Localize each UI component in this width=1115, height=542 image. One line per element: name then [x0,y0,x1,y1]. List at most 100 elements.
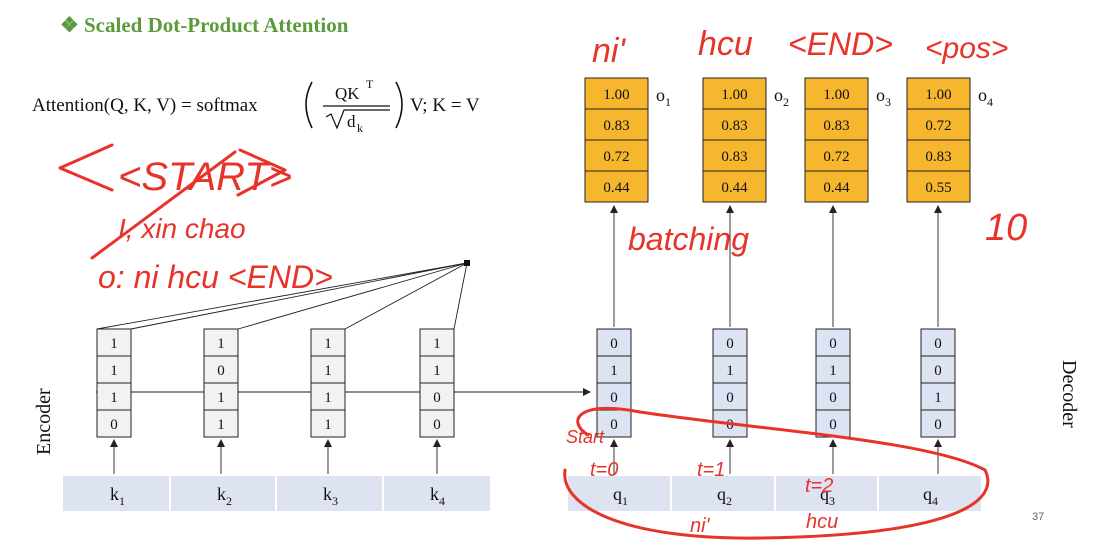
decoder-cell-value: 1 [934,390,942,406]
encoder-cell [96,409,132,438]
attention-fan-line [237,262,468,330]
output-cell-value: 0.72 [603,149,629,165]
encoder-cell-value: 1 [110,363,118,379]
attention-fan-lines [96,262,468,330]
output-cell-value: 0.44 [603,180,630,196]
output-cell-value: 1.00 [925,87,951,103]
formula-left-paren [305,81,313,129]
handwriting-strokes [58,143,990,540]
output-cell-value: 0.44 [721,180,748,196]
output-cell [584,170,649,203]
encoder-cell-value: 0 [217,363,225,379]
encoder-cell [203,409,239,438]
attention-fan-line [344,262,468,330]
output-cell-value: 1.00 [603,87,629,103]
page-number: 37 [1032,511,1044,523]
decoder-cell-value: 0 [829,336,837,352]
encoder-cell-value: 0 [110,417,118,433]
hw-hcu-under: hcu [806,511,838,533]
hw-t2: t=2 [805,475,833,497]
formula-denominator: d [347,112,356,131]
attention-fan-line [130,262,468,330]
hw-pos: <pos> [925,32,1008,65]
key-label: k2 [217,484,232,508]
output-cell [804,108,869,141]
query-label: q1 [613,484,628,508]
hw-end: <END> [788,26,893,62]
encoder-cell-value: 1 [324,336,332,352]
attention-fan-line [453,262,468,330]
title-bullet: ❖ [60,13,79,37]
decoder-circle [563,406,990,540]
decoder-cell-value: 1 [726,363,734,379]
encoder-label: Encoder [33,388,55,455]
decoder-label: Decoder [1058,360,1080,428]
decoder-cell [815,355,851,384]
formula-sqrt [325,109,390,130]
encoder-cell-value: 1 [324,417,332,433]
decoder-cell-value: 1 [829,363,837,379]
encoder-cell [419,382,455,411]
key-label: k3 [323,484,338,508]
output-cell [906,108,971,141]
decoder-cell [596,355,632,384]
handwriting-text: ni' hcu <END> <pos> <START> I, xin chao … [98,25,1027,537]
decoder-cell-value: 0 [934,417,942,433]
output-cell-value: 0.72 [823,149,849,165]
encoder-column-1: 1 1 1 0 [96,328,132,474]
encoder-cell [96,355,132,384]
decoder-cell [920,382,956,411]
hw-ni: ni' [592,32,626,70]
output-cell-value: 1.00 [721,87,747,103]
output-cell-value: 0.83 [721,118,747,134]
encoder-cell [419,409,455,438]
encoder-cell-value: 1 [110,336,118,352]
output-stack-2: 1.00 0.83 0.83 0.44 o2 [702,77,789,327]
formula-tail: V; K = V [410,95,480,116]
hw-ten: 10 [985,207,1027,249]
hw-line-i: I, xin chao [118,213,246,244]
encoder-cell [310,328,346,357]
decoder-cell-value: 0 [726,336,734,352]
decoder-cell-value: 0 [726,390,734,406]
encoder-cell-value: 1 [110,390,118,406]
start-strikethrough [90,150,237,260]
output-cell [804,170,869,203]
output-cell-value: 0.83 [721,149,747,165]
output-label: o1 [656,85,671,109]
output-cell [906,77,971,110]
decoder-cell-value: 0 [829,417,837,433]
decoder-cell-value: 0 [610,390,618,406]
encoder-cell-value: 1 [324,363,332,379]
hw-hcu: hcu [698,25,753,63]
hw-ni-under: ni' [690,515,711,537]
decoder-cell-value: 0 [934,336,942,352]
query-label: q3 [820,484,835,508]
decoder-cell-value: 0 [610,336,618,352]
encoder-cell [96,382,132,411]
attention-formula: Attention(Q, K, V) = softmax QK T d k V;… [32,77,480,135]
decoder-cell [712,382,748,411]
output-cell-value: 0.72 [925,118,951,134]
encoder-cell-value: 0 [433,417,441,433]
key-label: k1 [110,484,125,508]
encoder-cell [310,382,346,411]
formula-lhs: Attention(Q, K, V) = softmax [32,95,258,116]
output-cell [702,170,767,203]
hw-batching: batching [628,221,749,257]
output-cell [702,77,767,110]
hw-t1: t=1 [697,459,725,481]
output-label: o2 [774,85,789,109]
start-bracket-left [58,143,114,192]
formula-right-paren [395,81,403,129]
hw-t0: t=0 [590,459,618,481]
